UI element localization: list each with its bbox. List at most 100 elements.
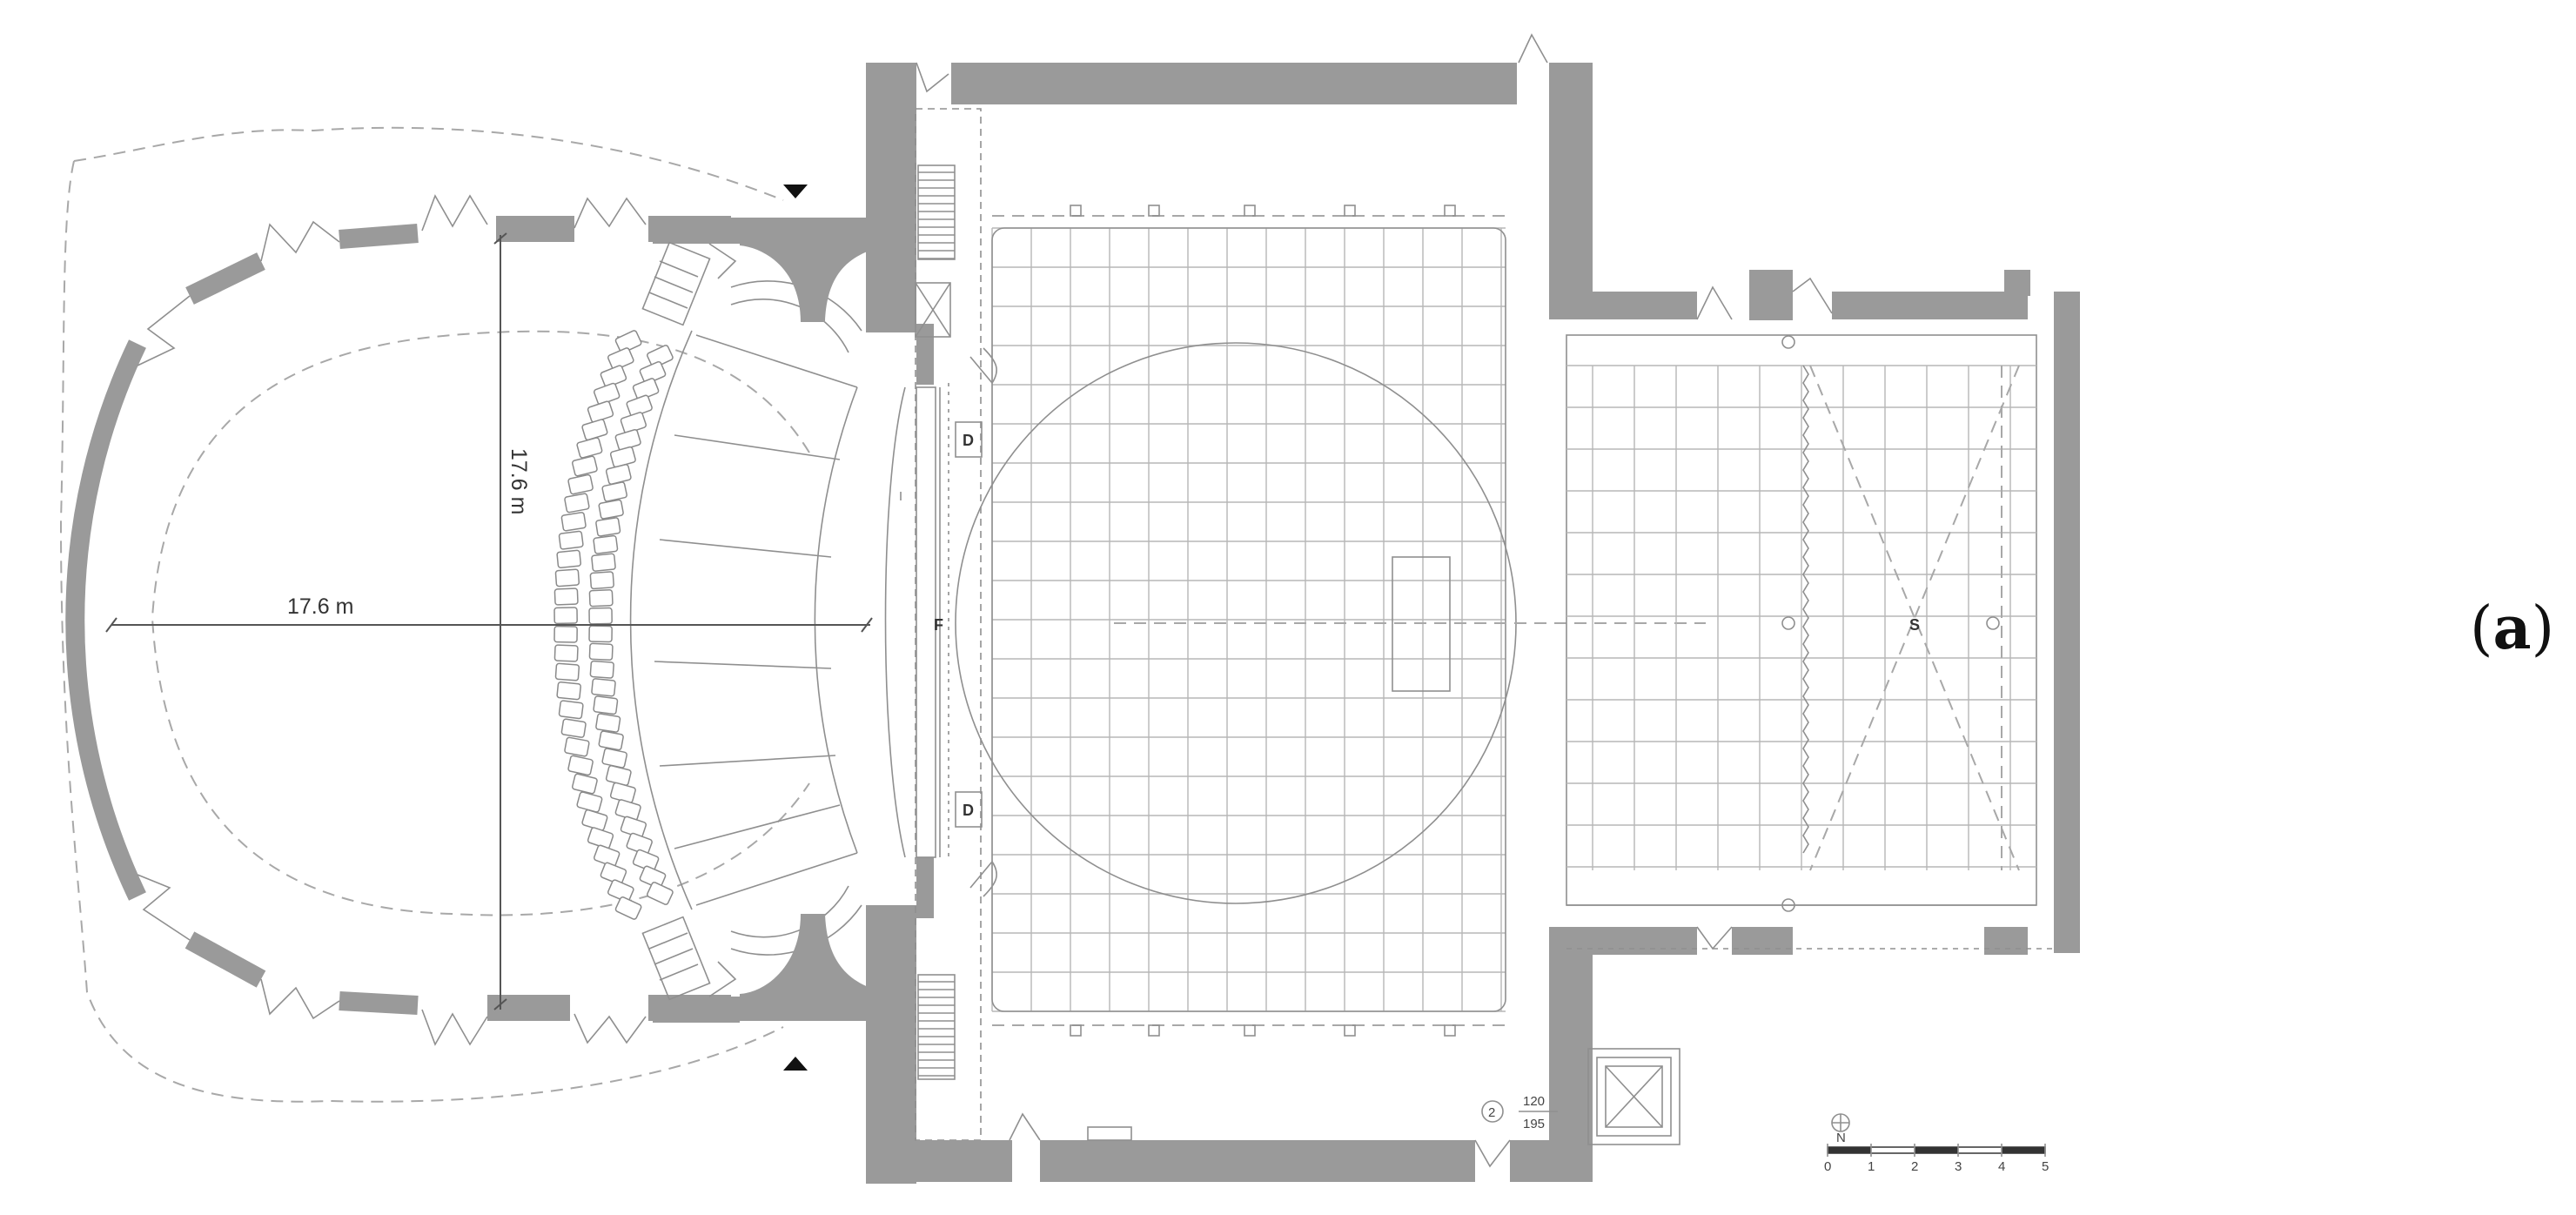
elevation-bottom: 195 [1523, 1117, 1545, 1131]
lift-inner [1596, 1057, 1672, 1137]
batten-marker [1344, 205, 1356, 217]
seat [564, 493, 590, 514]
stage-trap [1392, 556, 1451, 692]
rake-line [674, 434, 841, 460]
buttress [421, 1009, 488, 1046]
stage-bottom-wall [1040, 1140, 1475, 1182]
panel-label-letter: a [2493, 594, 2532, 663]
door-opening [1696, 926, 1733, 950]
door-tag-box-upper [955, 421, 983, 458]
rear-pillar [1984, 927, 2028, 955]
elevation-ref-circle [1481, 1100, 1504, 1123]
scale-tick-label: 2 [1911, 1159, 1918, 1174]
stage-wall [916, 857, 934, 918]
dimension-tick [105, 617, 117, 633]
seat [614, 896, 642, 920]
column-marker [1781, 898, 1795, 912]
dimension-tick [861, 617, 873, 633]
buttress [137, 874, 191, 941]
stair-outline [917, 974, 956, 1080]
rake-edge [695, 334, 858, 388]
column-marker [1781, 335, 1795, 349]
scale-tick-label: 5 [2042, 1159, 2049, 1174]
stair-stub [708, 961, 737, 997]
rake-line [659, 755, 836, 767]
seat [647, 882, 674, 905]
batten-marker [1070, 1024, 1082, 1037]
buttress [260, 220, 340, 262]
rear-pillar [1749, 270, 1793, 320]
stage-right-wall-lower [1549, 930, 1593, 1182]
seat [558, 530, 584, 550]
seat [593, 695, 619, 715]
seat [558, 700, 584, 720]
door-tag-upper: D [963, 432, 974, 449]
curtain-line [1802, 365, 1809, 854]
seat [601, 748, 627, 769]
seat [591, 553, 616, 572]
lift-car [1605, 1065, 1663, 1128]
seat [589, 571, 614, 590]
seat [598, 730, 624, 751]
seat [607, 347, 634, 371]
lift-detail: 2 120 195 [1481, 1048, 1680, 1145]
batten-marker [1444, 205, 1456, 217]
stage-bottom-wall [1510, 1140, 1593, 1182]
lift-box [915, 282, 951, 338]
wall-segment [339, 991, 419, 1015]
rear-stage-tag: S [1909, 616, 1920, 634]
seat [607, 879, 634, 903]
buttress [421, 194, 488, 232]
rear-wall [1549, 292, 1697, 319]
elevation-ref: 2 [1488, 1105, 1495, 1120]
seat [605, 464, 632, 485]
wall-segment [496, 216, 574, 242]
seat [632, 849, 660, 872]
rear-wall [1832, 292, 2028, 319]
seat [588, 607, 613, 625]
batten-marker [1244, 205, 1256, 217]
bench [1087, 1126, 1132, 1141]
seat [567, 473, 594, 495]
lift-outline [1587, 1048, 1680, 1145]
auditorium: 17.6 m 17.6 m [59, 126, 905, 1103]
seat [588, 625, 613, 643]
panel-label-open: ( [2470, 594, 2493, 663]
panel-label: (a) [2470, 594, 2554, 663]
door-opening [1518, 33, 1548, 64]
stair-top [917, 164, 956, 260]
seat [576, 437, 603, 459]
main-stage [916, 33, 1706, 1182]
door-opening [1792, 277, 1833, 314]
door-opening [1009, 1112, 1041, 1141]
scale-bar-fill [1828, 1147, 1871, 1153]
stage-floor-outline [991, 227, 1506, 1012]
seating-rows [553, 330, 674, 920]
seat [600, 862, 627, 885]
seat [553, 644, 579, 662]
seat [632, 378, 660, 401]
scale-bar-fill [1915, 1147, 1958, 1153]
column-marker [1781, 616, 1795, 630]
rear-wall-right [2054, 292, 2080, 953]
scale-tick-label: 1 [1868, 1159, 1875, 1174]
seat [591, 678, 616, 697]
section-marker-top [783, 185, 808, 198]
seat [647, 345, 674, 368]
batten-marker [1444, 1024, 1456, 1037]
rear-curved-wall [65, 339, 146, 901]
seat [588, 642, 614, 661]
panel-label-close: ) [2532, 594, 2555, 663]
scale-tick-label: 0 [1824, 1159, 1831, 1174]
buttress [137, 295, 191, 366]
seat [572, 773, 598, 795]
wagon-diagonal [1809, 365, 2020, 871]
stage-wall [866, 63, 916, 332]
seat [588, 589, 614, 608]
buttress [574, 1013, 647, 1044]
stair-block-top [641, 241, 711, 326]
stage-top-wall [951, 63, 1517, 104]
batten-marker [1344, 1024, 1356, 1037]
